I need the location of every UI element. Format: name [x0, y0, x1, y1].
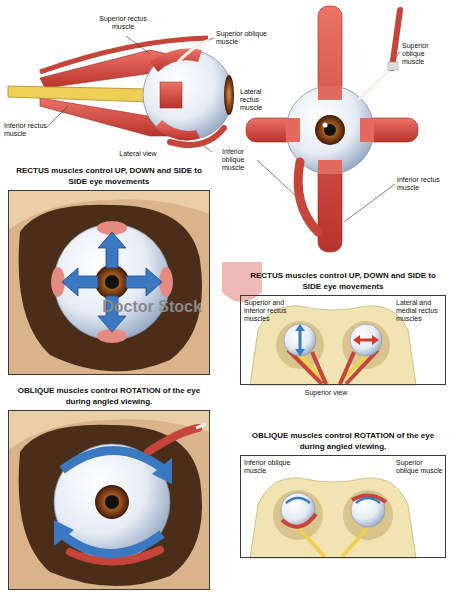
- skull-superior-view: [298, 527, 368, 557]
- rotation-arrow: [64, 534, 162, 554]
- part-label: Inferior rectus muscle: [4, 122, 48, 138]
- part-label: Inferior oblique muscle: [210, 148, 256, 172]
- part-label: Superior oblique muscle: [402, 42, 448, 66]
- orbit-illustration: [95, 485, 129, 519]
- part-label: Superior view: [290, 389, 362, 397]
- rotation-arrow: [152, 458, 172, 484]
- front-view-eye: [358, 68, 392, 100]
- panel: RECTUS muscles control UP, DOWN and SIDE…: [8, 166, 210, 375]
- skull-superior-view: [250, 306, 416, 385]
- leader-line: [209, 38, 214, 40]
- skull-superior-view: [353, 335, 379, 345]
- rotation-arrow: [62, 450, 162, 470]
- lateral-view-eye: [178, 40, 210, 62]
- lateral-view-eye: [155, 120, 200, 140]
- direction-arrow: [98, 232, 126, 268]
- front-view-eye: [323, 123, 328, 128]
- orbit-illustration: [148, 428, 198, 452]
- orbit-illustration: [8, 410, 210, 590]
- skull-superior-view: [299, 330, 302, 350]
- skull-superior-view: [240, 455, 446, 558]
- skull-superior-view: [273, 490, 323, 540]
- lateral-view-eye: [8, 86, 150, 102]
- orbit-illustration: [105, 275, 119, 289]
- watermark-shield: [222, 262, 262, 302]
- lateral-view-eye: [160, 82, 182, 108]
- watermark-shield: [222, 262, 262, 302]
- front-view-eye: [298, 162, 318, 232]
- skull-superior-view: [359, 339, 373, 342]
- skull-superior-view: [240, 295, 446, 385]
- direction-arrow: [62, 232, 162, 332]
- leader-line: [46, 106, 68, 128]
- part-label: Superior and inferior rectus muscles: [244, 299, 292, 323]
- part-label: Lateral rectus muscle: [240, 88, 278, 112]
- panel: OBLIQUE muscles control ROTATION of the …: [240, 431, 446, 558]
- front-view-eye: [392, 10, 400, 68]
- orbit-illustration: [8, 190, 210, 375]
- skull-superior-view: [284, 324, 316, 356]
- panel: RECTUS muscles control UP, DOWN and SIDE…: [240, 271, 446, 385]
- panel-heading: RECTUS muscles control UP, DOWN and SIDE…: [8, 166, 210, 190]
- leader-line: [344, 184, 395, 222]
- part-label: Superior oblique muscle: [216, 30, 268, 46]
- front-view-eye: [360, 118, 374, 142]
- lateral-view-eye: [224, 75, 234, 115]
- direction-arrow: [62, 268, 98, 296]
- skull-superior-view: [250, 478, 416, 558]
- front-view-eye: [388, 62, 398, 70]
- panel-heading: OBLIQUE muscles control ROTATION of the …: [8, 386, 210, 410]
- orbit-illustration: [54, 444, 170, 560]
- skull-superior-view: [240, 455, 446, 558]
- panel-heading: RECTUS muscles control UP, DOWN and SIDE…: [240, 271, 446, 295]
- part-label: Lateral and medial rectus muscles: [396, 299, 444, 323]
- panel-frame: [8, 190, 210, 375]
- front-view-eye: [318, 86, 342, 100]
- orbit-illustration: [54, 224, 170, 340]
- front-view-eye: [246, 6, 418, 252]
- skull-superior-view: [356, 498, 380, 503]
- orbit-illustration: [19, 425, 202, 586]
- lateral-view-eye: [150, 49, 202, 73]
- skull-superior-view: [350, 324, 382, 356]
- watermark: Doctor Stock: [96, 298, 208, 316]
- orbit-illustration: [95, 265, 129, 299]
- orbit-illustration: [8, 190, 210, 375]
- skull-superior-view: [282, 514, 316, 527]
- orbit-illustration: [19, 205, 202, 372]
- part-label: Lateral view: [104, 150, 172, 158]
- skull-superior-view: [286, 498, 310, 503]
- skull-superior-view: [352, 495, 386, 502]
- part-label: Inferior oblique muscle: [244, 459, 296, 475]
- panel-heading: OBLIQUE muscles control ROTATION of the …: [240, 431, 446, 455]
- front-view-eye: [318, 160, 342, 174]
- orbit-illustration: [105, 495, 119, 509]
- orbit-illustration: [8, 410, 210, 590]
- panel-frame: [8, 410, 210, 590]
- part-label: Superior rectus muscle: [92, 15, 154, 31]
- front-view-eye: [315, 115, 345, 145]
- orbit-illustration: [196, 424, 206, 428]
- part-label: Inferior rectus muscle: [397, 176, 447, 192]
- front-view-eye: [286, 118, 300, 142]
- rotation-arrow: [54, 450, 172, 553]
- lateral-view-eye: [170, 128, 224, 145]
- direction-arrow: [126, 268, 162, 296]
- panel: OBLIQUE muscles control ROTATION of the …: [8, 386, 210, 590]
- skull-superior-view: [281, 493, 315, 527]
- leader-line: [126, 36, 150, 54]
- skull-superior-view: [343, 490, 393, 540]
- part-label: Superior oblique muscle: [396, 459, 444, 475]
- rotation-arrow: [54, 520, 74, 546]
- skull-superior-view: [295, 324, 305, 356]
- skull-superior-view: [351, 493, 385, 527]
- leader-line: [257, 160, 296, 196]
- leader-line: [204, 146, 212, 152]
- skull-superior-view: [240, 295, 446, 385]
